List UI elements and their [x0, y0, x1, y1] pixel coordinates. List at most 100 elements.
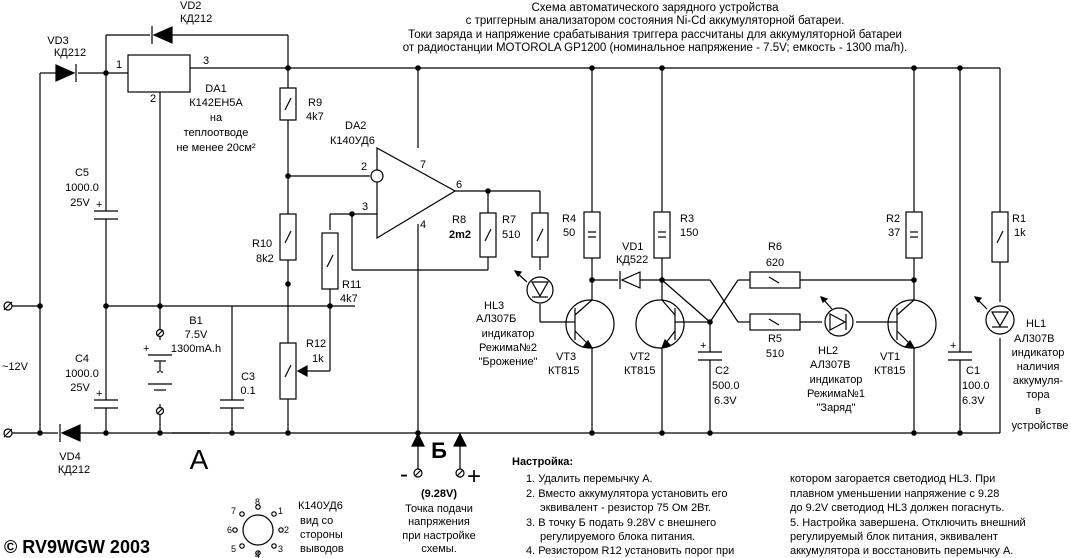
- vt3-type: КТ815: [548, 365, 579, 377]
- r4-value: 50: [563, 227, 575, 239]
- r4-ref: R4: [562, 213, 576, 225]
- r2-resistor-symbol: [905, 211, 923, 259]
- r9-value: 4k7: [306, 111, 324, 123]
- setup-line-6: 4. Резистором R12 установить порог при: [526, 545, 734, 557]
- test-point-b-desc-4: схемы.: [421, 543, 457, 555]
- hl3-desc-2: Режима№2: [479, 342, 537, 354]
- test-point-b-voltage: (9.28V): [421, 488, 457, 500]
- b1-battery-symbol: [148, 328, 172, 416]
- r6-resistor-symbol: [749, 271, 801, 289]
- hl1-ref: HL1: [1026, 318, 1046, 330]
- da2-opamp-symbol: [370, 146, 457, 240]
- pin-label-2: 2: [284, 525, 289, 535]
- c1-voltage: 6.3V: [962, 395, 985, 407]
- r8-value: 2m2: [449, 229, 471, 241]
- vd1-type: КД522: [616, 254, 648, 266]
- r1-value: 1k: [1014, 227, 1026, 239]
- vd4-type: КД212: [58, 464, 90, 476]
- pin-label-4: 4: [255, 550, 260, 558]
- da1-ref: DA1: [205, 83, 226, 95]
- da1-note-2: теплоотводе: [184, 127, 249, 139]
- vd2-ref: VD2: [180, 0, 201, 12]
- c5-value: 1000.0: [65, 182, 99, 194]
- c2-value: 500.0: [712, 380, 740, 392]
- c5-plus: +: [96, 199, 102, 211]
- c2-voltage: 6.3V: [714, 395, 737, 407]
- hl2-desc-1: индикатор: [810, 374, 863, 386]
- vd3-type: КД212: [54, 47, 86, 59]
- da1-pin3: 3: [203, 55, 209, 67]
- da1-regulator-body: [127, 54, 191, 93]
- c2-ref: C2: [715, 365, 729, 377]
- jumper-a-label: А: [190, 444, 209, 475]
- test-point-b-plus: +: [467, 463, 481, 490]
- vd1-ref: VD1: [622, 241, 643, 253]
- setup-col2-line-6: аккумулятора и восстановить перемычку А.: [790, 545, 1013, 557]
- r12-value: 1k: [312, 353, 324, 365]
- da1-type: К142ЕН5А: [189, 97, 243, 109]
- hl1-desc-3: аккумуля-: [1013, 375, 1064, 387]
- vd3-ref: VD3: [47, 35, 68, 47]
- hl2-ref: HL2: [818, 345, 838, 357]
- r9-ref: R9: [308, 97, 322, 109]
- c1-capacitor-symbol: [948, 351, 972, 361]
- hl1-desc-1: индикатор: [1012, 347, 1065, 359]
- r11-ref: R11: [342, 279, 361, 291]
- da1-pin1: 1: [116, 59, 122, 71]
- input-terminals: [3, 301, 13, 438]
- setup-col2-line-1: котором загорается светодиод HL3. При: [790, 473, 995, 485]
- b1-voltage: 7.5V: [185, 329, 208, 341]
- vt2-transistor-symbol: [635, 299, 688, 350]
- vd4-diode-symbol: [59, 424, 81, 442]
- setup-col2-line-4: 5. Настройка завершена. Отключить внешни…: [790, 517, 1026, 529]
- r7-resistor-symbol: [531, 212, 549, 258]
- hl2-desc-3: "Заряд": [817, 402, 856, 414]
- r5-ref: R5: [768, 333, 782, 345]
- hl1-desc-6: устройстве: [1012, 420, 1069, 432]
- da2-pin3: 3: [362, 201, 368, 213]
- setup-title: Настройка:: [512, 456, 573, 468]
- vt3-transistor-symbol: [565, 299, 615, 349]
- title-line-1: Схема автоматического зарядного устройст…: [532, 2, 780, 14]
- c4-value: 1000.0: [65, 368, 99, 380]
- vt1-ref: VT1: [880, 351, 900, 363]
- hl3-desc-3: "Брожение": [479, 356, 538, 368]
- pin-label-7: 7: [231, 506, 236, 516]
- vd4-ref: VD4: [59, 451, 80, 463]
- test-point-b-desc-1: Точка подачи: [405, 503, 473, 515]
- pinout-desc-3: выводов: [300, 543, 344, 555]
- setup-line-5: регулируемого блока питания.: [540, 531, 695, 543]
- r7-ref: R7: [502, 214, 516, 226]
- test-point-b-label: Б: [431, 438, 447, 463]
- r3-resistor-symbol: [653, 211, 671, 259]
- c4-voltage: 25V: [70, 382, 90, 394]
- hl3-ref: HL3: [484, 300, 504, 312]
- vd2-diode-symbol: [151, 26, 173, 44]
- r6-value: 620: [766, 257, 784, 269]
- vd3-diode-symbol: [55, 64, 77, 82]
- hl3-led-symbol: [513, 270, 554, 304]
- b1-ref: B1: [189, 315, 202, 327]
- c3-ref: C3: [241, 371, 255, 383]
- r4-resistor-symbol: [583, 211, 601, 259]
- hl1-type: АЛ307В: [1014, 333, 1055, 345]
- setup-col2-line-5: регулируемый блок питания, эквивалент: [790, 531, 998, 543]
- r10-ref: R10: [252, 238, 272, 250]
- c5-capacitor-symbol: [94, 210, 118, 220]
- c1-value: 100.0: [962, 380, 990, 392]
- vt2-type: КТ815: [624, 365, 655, 377]
- r8-ref: R8: [452, 214, 466, 226]
- c4-capacitor-symbol: [94, 399, 118, 409]
- r10-resistor-symbol: [279, 213, 297, 261]
- setup-line-3: эквивалент - резистор 75 Ом 2Вт.: [540, 502, 711, 514]
- da1-note-1: на: [210, 112, 223, 124]
- vt2-ref: VT2: [630, 351, 650, 363]
- c5-voltage: 25V: [70, 197, 90, 209]
- r3-value: 150: [680, 227, 698, 239]
- hl2-type: АЛ307В: [810, 359, 851, 371]
- b1-plus: +: [143, 343, 149, 355]
- test-point-b-arrows: [411, 432, 467, 478]
- r10-value: 8k2: [256, 253, 274, 265]
- da2-ref: DA2: [345, 120, 366, 132]
- r11-value: 4k7: [340, 293, 358, 305]
